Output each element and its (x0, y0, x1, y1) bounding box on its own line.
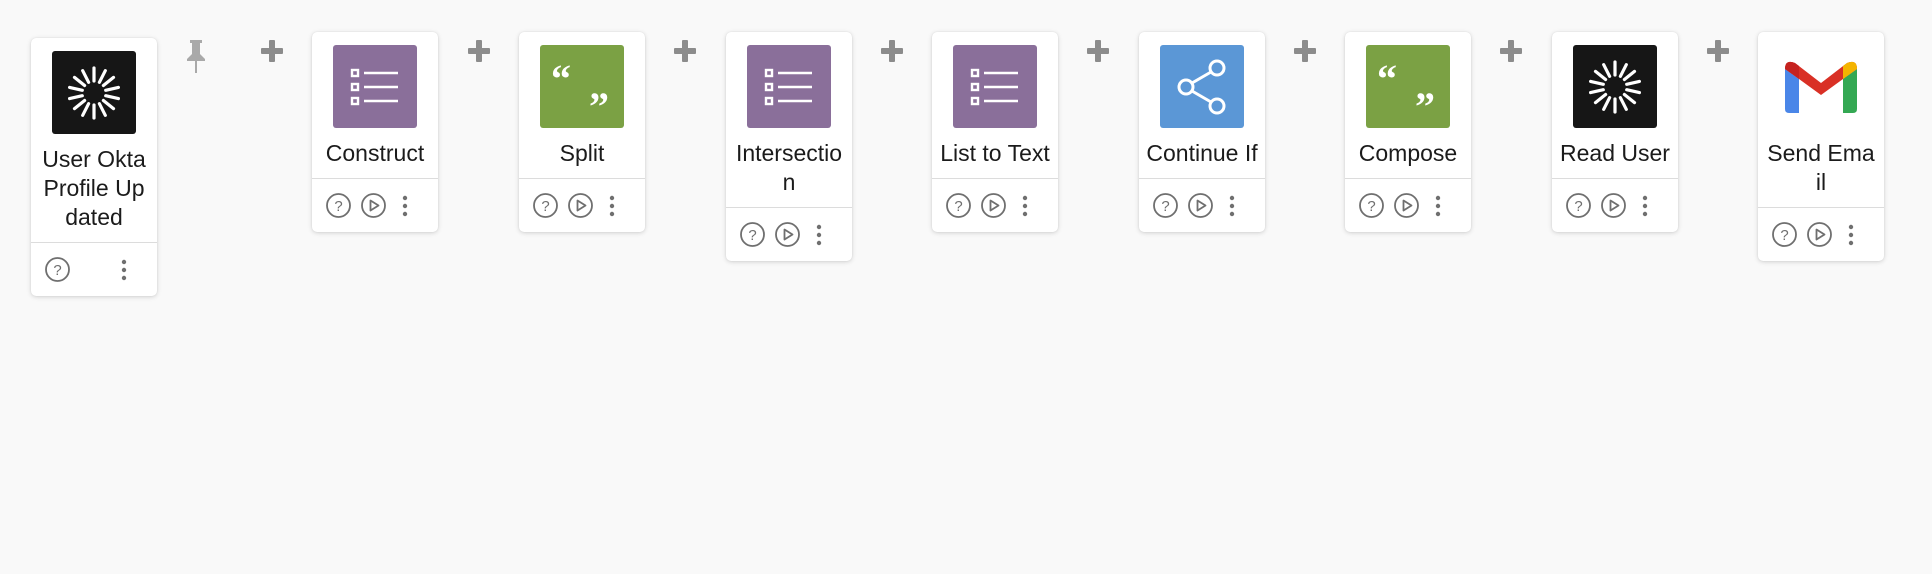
more-options-icon[interactable] (1015, 192, 1035, 219)
step-actions: ? (726, 207, 852, 261)
step-card-intersection[interactable]: Intersection ? (726, 32, 852, 261)
okta-logo-icon (68, 65, 120, 120)
help-icon[interactable]: ? (532, 192, 559, 219)
step-card-split[interactable]: “ ” Split ? (519, 32, 645, 232)
step-title: Intersection (735, 140, 843, 195)
step-card-send-email[interactable]: Send Email ? (1758, 32, 1884, 261)
help-icon[interactable]: ? (1152, 192, 1179, 219)
step-tile (1779, 45, 1863, 128)
share-icon (1177, 59, 1226, 114)
add-step-button[interactable] (672, 38, 698, 64)
step-title: Read User (1560, 140, 1670, 166)
step-actions: ? (31, 242, 157, 296)
svg-text:?: ? (1367, 198, 1375, 215)
play-icon[interactable] (567, 192, 594, 219)
svg-text:“: “ (1377, 62, 1397, 101)
more-options-icon[interactable] (809, 221, 829, 248)
help-icon[interactable]: ? (945, 192, 972, 219)
help-icon[interactable]: ? (1771, 221, 1798, 248)
add-step-button[interactable] (466, 38, 492, 64)
okta-logo-icon (1589, 59, 1641, 114)
step-title: Continue If (1146, 140, 1258, 166)
step-card-user-okta-profile-updated[interactable]: User Okta Profile Updated ? (31, 38, 157, 296)
list-icon (970, 68, 1018, 105)
add-step-button[interactable] (1292, 38, 1318, 64)
add-step-button[interactable] (259, 38, 285, 64)
help-icon[interactable]: ? (1565, 192, 1592, 219)
more-options-icon[interactable] (1841, 221, 1861, 248)
add-step-button[interactable] (1085, 38, 1111, 64)
step-tile (953, 45, 1037, 128)
step-actions: ? (1139, 178, 1265, 232)
help-icon[interactable]: ? (325, 192, 352, 219)
play-icon[interactable] (1806, 221, 1833, 248)
more-options-icon[interactable] (602, 192, 622, 219)
step-actions: ? (519, 178, 645, 232)
step-card-continue-if[interactable]: Continue If ? (1139, 32, 1265, 232)
step-tile: “ ” (1366, 45, 1450, 128)
help-icon[interactable]: ? (44, 256, 71, 283)
step-tile (747, 45, 831, 128)
add-step-button[interactable] (1498, 38, 1524, 64)
help-icon[interactable]: ? (739, 221, 766, 248)
more-options-icon[interactable] (395, 192, 415, 219)
quote-icon: “ ” (551, 62, 609, 112)
gmail-logo-icon (1785, 61, 1857, 113)
step-actions: ? (1345, 178, 1471, 232)
play-icon[interactable] (774, 221, 801, 248)
play-icon[interactable] (360, 192, 387, 219)
svg-text:?: ? (748, 227, 756, 244)
step-actions: ? (932, 178, 1058, 232)
add-step-button[interactable] (879, 38, 905, 64)
step-tile (1160, 45, 1244, 128)
play-icon[interactable] (980, 192, 1007, 219)
step-title: List to Text (940, 140, 1050, 166)
step-title: Compose (1358, 140, 1458, 166)
play-icon[interactable] (1393, 192, 1420, 219)
step-tile (333, 45, 417, 128)
svg-text:”: ” (1415, 84, 1435, 112)
step-tile (52, 51, 136, 134)
add-step-button[interactable] (1705, 38, 1731, 64)
step-tile (1573, 45, 1657, 128)
more-options-icon[interactable] (114, 256, 134, 283)
pin-icon[interactable] (183, 38, 209, 76)
step-card-read-user[interactable]: Read User ? (1552, 32, 1678, 232)
play-icon[interactable] (1187, 192, 1214, 219)
list-icon (764, 68, 812, 105)
step-actions: ? (312, 178, 438, 232)
more-options-icon[interactable] (1428, 192, 1448, 219)
step-card-list-to-text[interactable]: List to Text ? (932, 32, 1058, 232)
more-options-icon[interactable] (1635, 192, 1655, 219)
step-title: Send Email (1767, 140, 1875, 195)
more-options-icon[interactable] (1222, 192, 1242, 219)
step-title: Split (559, 140, 605, 166)
step-actions: ? (1758, 207, 1884, 261)
svg-text:”: ” (589, 84, 609, 112)
svg-text:?: ? (1574, 198, 1582, 215)
step-card-construct[interactable]: Construct ? (312, 32, 438, 232)
step-title: User Okta Profile Updated (42, 146, 146, 230)
step-title: Construct (325, 140, 425, 166)
list-icon (350, 68, 398, 105)
svg-text:?: ? (1161, 198, 1169, 215)
play-icon[interactable] (1600, 192, 1627, 219)
step-card-compose[interactable]: “ ” Compose ? (1345, 32, 1471, 232)
help-icon[interactable]: ? (1358, 192, 1385, 219)
svg-text:?: ? (1780, 227, 1788, 244)
svg-text:“: “ (551, 62, 571, 101)
svg-text:?: ? (334, 198, 342, 215)
svg-text:?: ? (954, 198, 962, 215)
svg-text:?: ? (541, 198, 549, 215)
step-tile: “ ” (540, 45, 624, 128)
svg-text:?: ? (53, 262, 61, 279)
step-actions: ? (1552, 178, 1678, 232)
quote-icon: “ ” (1377, 62, 1435, 112)
